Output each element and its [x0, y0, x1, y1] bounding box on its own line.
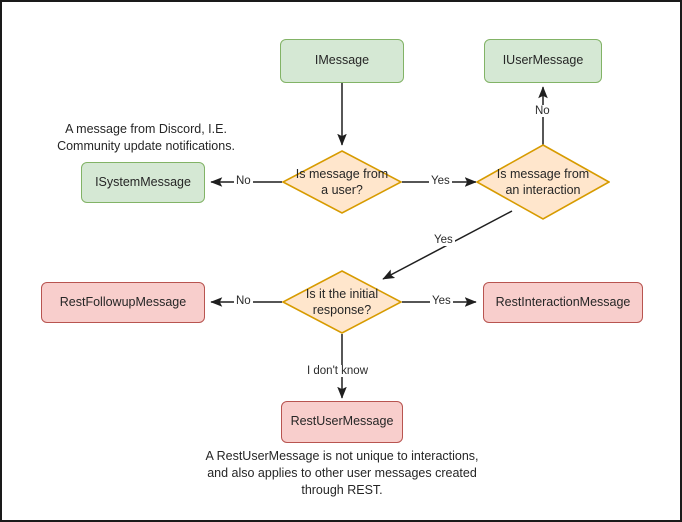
node-restusermessage-label: RestUserMessage	[290, 414, 394, 429]
node-restusermessage[interactable]: RestUserMessage	[281, 401, 403, 443]
decision-is-initial-response[interactable]: Is it the initial response?	[282, 270, 402, 334]
node-iusermessage-label: IUserMessage	[502, 53, 584, 68]
edge-label-user-no: No	[234, 175, 253, 187]
node-restfollowupmessage[interactable]: RestFollowupMessage	[41, 282, 205, 323]
note-system-message-line1: A message from Discord, I.E.	[65, 122, 227, 136]
edge-label-initial-no: No	[234, 295, 253, 307]
node-restinteractionmessage-label: RestInteractionMessage	[495, 294, 631, 309]
edge-label-initial-yes: Yes	[430, 295, 453, 307]
note-system-message-line2: Community update notifications.	[57, 138, 235, 153]
node-restinteractionmessage[interactable]: RestInteractionMessage	[483, 282, 643, 323]
node-isystemmessage[interactable]: ISystemMessage	[81, 162, 205, 203]
note-rest-user-line2: and also applies to other user messages …	[207, 465, 477, 480]
edge-label-user-yes: Yes	[429, 175, 452, 187]
edge-label-interaction-yes: Yes	[432, 234, 455, 246]
node-imessage-label: IMessage	[314, 53, 370, 68]
node-iusermessage[interactable]: IUserMessage	[484, 39, 602, 83]
decision-is-message-from-user[interactable]: Is message from a user?	[282, 150, 402, 214]
note-system-message: A message from Discord, I.E. Community u…	[46, 121, 246, 155]
node-isystemmessage-label: ISystemMessage	[95, 174, 191, 189]
edge-label-dont-know: I don't know	[305, 365, 371, 377]
decision-is-message-from-interaction[interactable]: Is message from an interaction	[476, 144, 610, 220]
node-restfollowupmessage-label: RestFollowupMessage	[59, 294, 187, 309]
note-rest-user-message: A RestUserMessage is not unique to inter…	[172, 448, 512, 499]
edge-label-interaction-no: No	[533, 105, 552, 117]
note-rest-user-line3: through REST.	[301, 482, 383, 497]
note-rest-user-line1: A RestUserMessage is not unique to inter…	[205, 449, 479, 463]
node-imessage[interactable]: IMessage	[280, 39, 404, 83]
